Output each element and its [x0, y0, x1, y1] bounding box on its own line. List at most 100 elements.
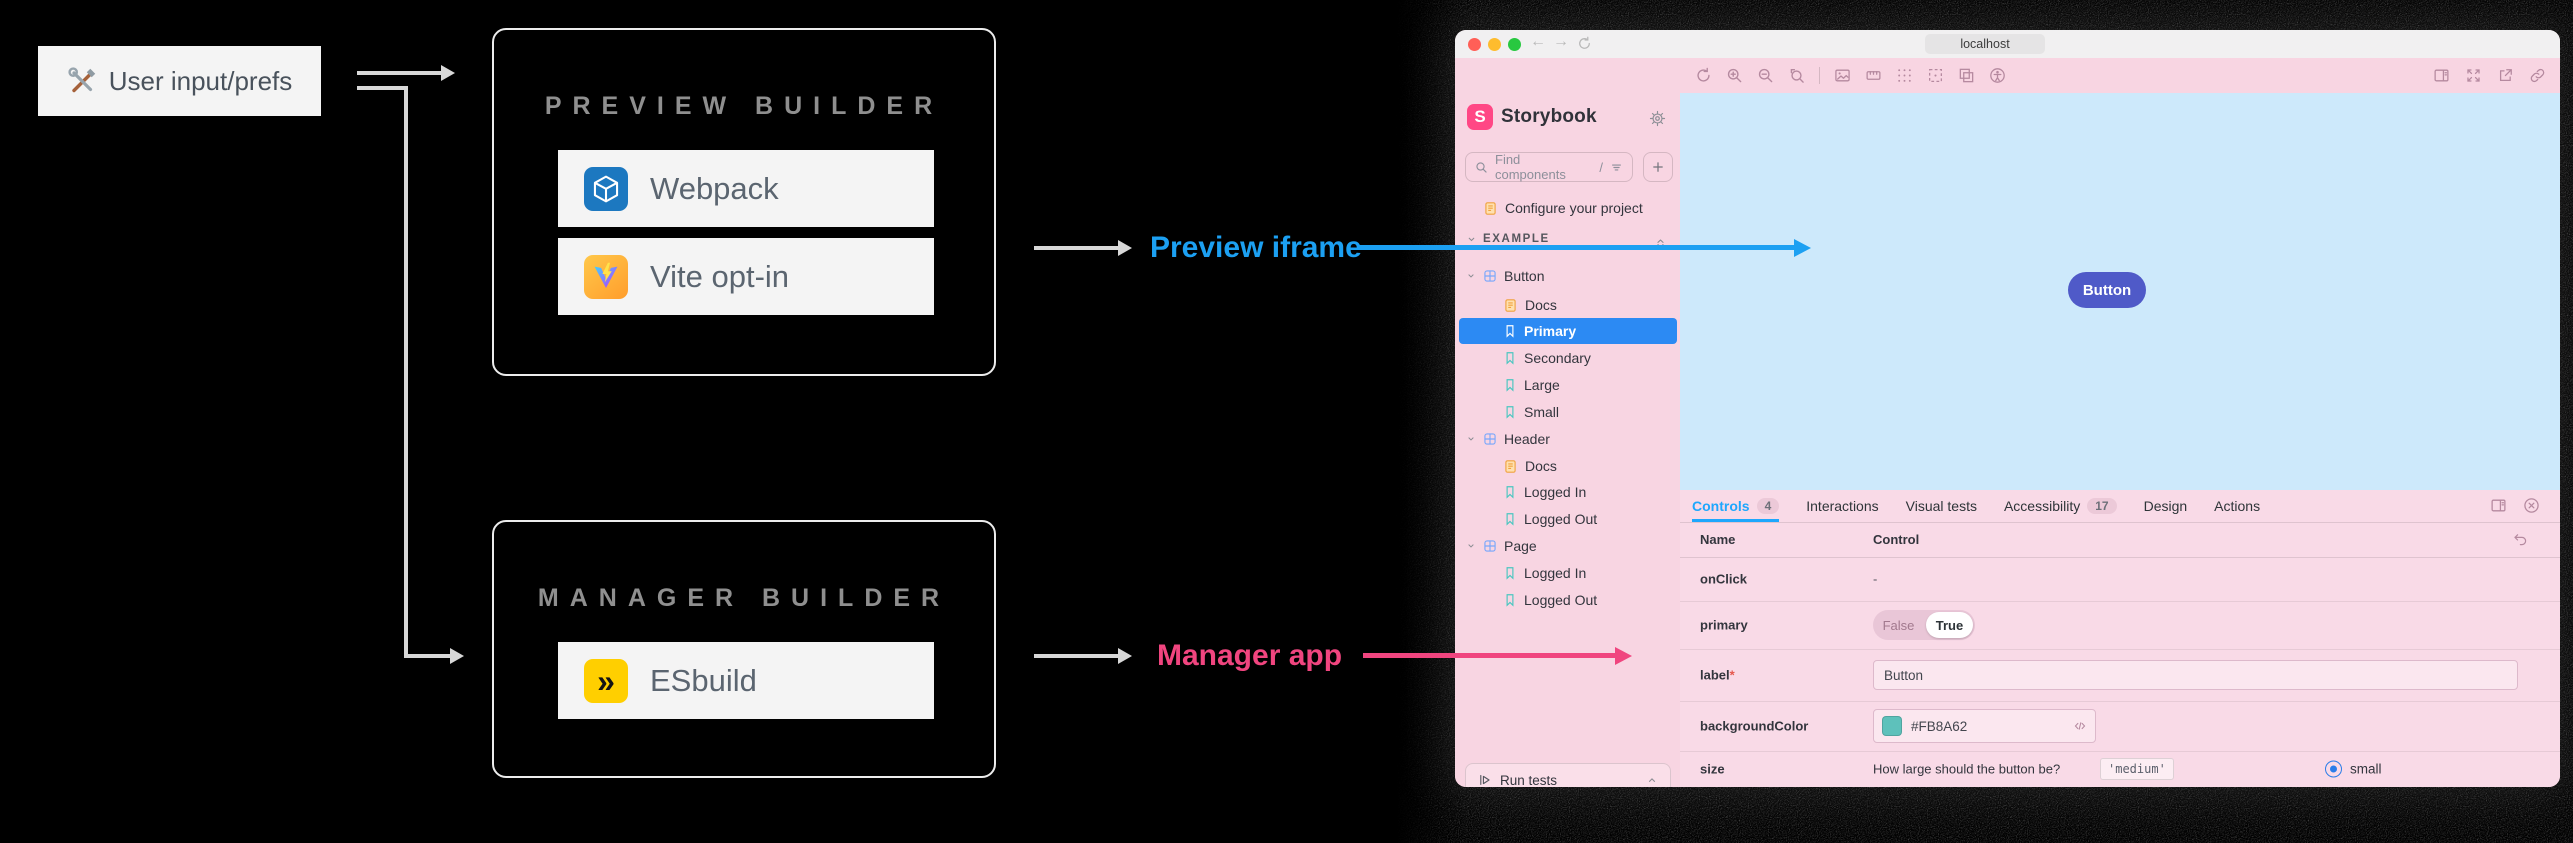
sidebar-item-secondary[interactable]: Secondary [1455, 345, 1680, 371]
zoom-out-icon[interactable] [1757, 67, 1774, 84]
panel-position-icon[interactable] [2490, 497, 2507, 514]
addons-panel: Controls 4 Interactions Visual tests Acc… [1680, 490, 2560, 787]
sidebar-item-label: Header [1504, 431, 1550, 447]
control-name: size [1700, 761, 1725, 777]
panel-tabbar: Controls 4 Interactions Visual tests Acc… [1680, 490, 2560, 523]
brand-title: Storybook [1501, 106, 1597, 127]
storybook-window: ← → localhost S Storybook Find component… [1455, 30, 2560, 787]
zoom-reset-icon[interactable] [1788, 67, 1805, 84]
builder-item-label: ESbuild [650, 662, 757, 698]
brand-row: S Storybook [1467, 104, 1597, 130]
component-icon [1483, 539, 1497, 553]
chevron-down-icon [1466, 234, 1477, 245]
sidebar-item-page[interactable]: Page [1455, 533, 1680, 559]
control-row-onclick: onClick - [1680, 557, 2560, 602]
webpack-icon [584, 166, 628, 211]
tab-label: Visual tests [1905, 498, 1977, 514]
sidebar-item-logged-out[interactable]: Logged Out [1455, 587, 1680, 613]
tab-badge: 17 [2087, 498, 2117, 514]
tab-design[interactable]: Design [2144, 490, 2188, 522]
reset-controls-icon[interactable] [2512, 531, 2528, 547]
sidebar: S Storybook Find components / Configure … [1455, 58, 1681, 787]
arrowhead-preview-builder-out [1118, 240, 1132, 256]
tab-label: Accessibility [2003, 498, 2081, 514]
radio-selected-icon[interactable] [2325, 760, 2342, 778]
docs-icon [1483, 201, 1498, 216]
sidebar-item-docs[interactable]: Docs [1455, 453, 1680, 479]
grid-icon[interactable] [1896, 67, 1913, 84]
user-input-label: User input/prefs [108, 65, 293, 96]
code-icon[interactable] [2073, 719, 2087, 733]
outline-icon[interactable] [1958, 67, 1975, 84]
close-panel-icon[interactable] [2523, 497, 2540, 514]
builder-item-label: Vite opt-in [650, 258, 790, 294]
minimize-window-button[interactable] [1488, 38, 1501, 51]
toggle-false[interactable]: False [1882, 617, 1915, 633]
sidebar-item-header[interactable]: Header [1455, 426, 1680, 452]
viewport-icon[interactable] [1865, 67, 1882, 84]
sidebar-item-logged-out[interactable]: Logged Out [1455, 506, 1680, 532]
control-name: primary [1700, 617, 1748, 633]
fullscreen-icon[interactable] [2465, 67, 2482, 84]
create-story-button[interactable] [1643, 152, 1673, 182]
search-input[interactable]: Find components / [1465, 152, 1633, 182]
remount-icon[interactable] [1695, 67, 1712, 84]
url-bar[interactable]: localhost [1925, 34, 2045, 54]
arrowhead-manager-app [1615, 647, 1632, 665]
plus-icon [1651, 160, 1665, 174]
section-header-example[interactable]: EXAMPLE [1466, 233, 1550, 245]
reload-icon[interactable] [1577, 36, 1592, 51]
story-icon [1503, 351, 1517, 365]
arrow-user-to-manager-seg2 [404, 86, 408, 658]
sidebar-item-label: Page [1504, 538, 1537, 554]
tab-controls[interactable]: Controls 4 [1692, 490, 1780, 522]
color-input[interactable]: #FB8A62 [1873, 709, 2096, 743]
gear-icon[interactable] [1649, 110, 1666, 127]
docs-icon [1503, 459, 1518, 474]
sidebar-item-logged-in[interactable]: Logged In [1455, 479, 1680, 505]
default-value-chip: 'medium' [2100, 758, 2174, 780]
sidebar-item-label: Small [1524, 404, 1560, 420]
sidebar-item-large[interactable]: Large [1455, 372, 1680, 398]
control-row-primary: primary False True [1680, 601, 2560, 650]
sidebar-item-small[interactable]: Small [1455, 399, 1680, 425]
preview-button[interactable]: Button [2068, 272, 2146, 308]
arrowhead-manager-builder-out [1118, 648, 1132, 664]
zoom-window-button[interactable] [1508, 38, 1521, 51]
sidebar-item-primary-selected[interactable]: Primary [1459, 318, 1677, 344]
accessibility-icon[interactable] [1989, 67, 2006, 84]
sidebar-item-configure[interactable]: Configure your project [1455, 195, 1680, 221]
tab-actions[interactable]: Actions [2214, 490, 2260, 522]
back-icon[interactable]: ← [1530, 33, 1546, 50]
toggle-true[interactable]: True [1926, 612, 1973, 638]
builder-item-vite: Vite opt-in [558, 238, 934, 315]
measure-icon[interactable] [1927, 67, 1944, 84]
preview-builder-title: PREVIEW BUILDER [544, 92, 944, 120]
zoom-in-icon[interactable] [1726, 67, 1743, 84]
sidebar-item-docs[interactable]: Docs [1455, 292, 1680, 318]
chevron-up-icon[interactable] [1646, 774, 1658, 786]
sidebar-item-button[interactable]: Button [1455, 263, 1680, 289]
control-value: - [1873, 571, 1878, 587]
copy-link-icon[interactable] [2529, 67, 2546, 84]
tab-visual-tests[interactable]: Visual tests [1906, 490, 1977, 522]
color-swatch[interactable] [1882, 716, 1902, 736]
control-name: backgroundColor [1700, 718, 1809, 734]
component-icon [1483, 269, 1497, 283]
run-tests-button[interactable]: Run tests [1465, 763, 1671, 787]
label-text-input[interactable]: Button [1873, 660, 2518, 690]
background-icon[interactable] [1834, 67, 1851, 84]
arrow-manager-app [1363, 653, 1615, 658]
sidebar-toggle-icon[interactable] [2433, 67, 2450, 84]
tab-interactions[interactable]: Interactions [1806, 490, 1878, 522]
filter-icon[interactable] [1610, 161, 1623, 174]
forward-icon[interactable]: → [1553, 33, 1569, 50]
tab-accessibility[interactable]: Accessibility 17 [2004, 490, 2117, 522]
open-new-tab-icon[interactable] [2497, 67, 2514, 84]
close-window-button[interactable] [1468, 38, 1481, 51]
sidebar-item-label: Docs [1525, 297, 1557, 313]
sidebar-item-logged-in[interactable]: Logged In [1455, 560, 1680, 586]
size-radio-option[interactable]: small [2325, 760, 2382, 778]
story-icon [1503, 405, 1517, 419]
boolean-toggle[interactable]: False True [1873, 610, 1975, 640]
